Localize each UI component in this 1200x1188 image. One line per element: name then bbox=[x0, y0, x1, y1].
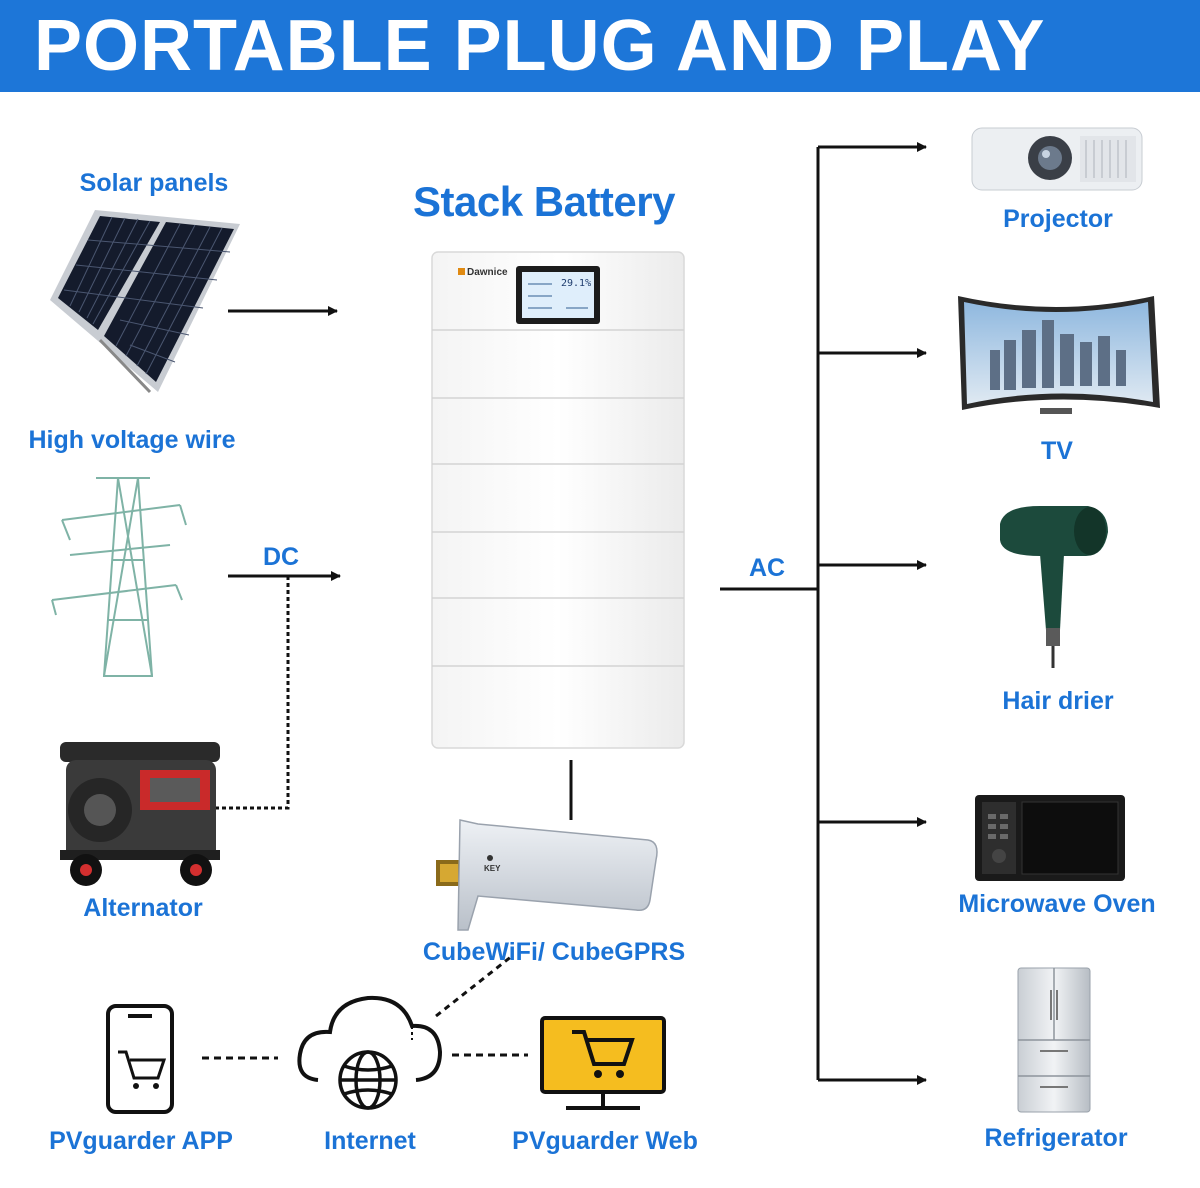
projector-label: Projector bbox=[1003, 205, 1113, 233]
header-banner: PORTABLE PLUG AND PLAY bbox=[0, 0, 1200, 92]
internet-label: Internet bbox=[324, 1127, 416, 1155]
hair-drier-image bbox=[1000, 506, 1108, 668]
hair-drier-label: Hair drier bbox=[1002, 687, 1114, 715]
dc-label: DC bbox=[262, 543, 300, 571]
battery-brand: Dawnice bbox=[467, 267, 508, 278]
dongle-image bbox=[436, 819, 658, 931]
stack-battery-image bbox=[431, 251, 685, 749]
ac-label: AC bbox=[748, 554, 786, 582]
microwave-label: Microwave Oven bbox=[958, 890, 1156, 918]
internet-cloud-icon bbox=[297, 995, 443, 1082]
dongle-key-label: KEY bbox=[484, 864, 501, 873]
banner-title: PORTABLE PLUG AND PLAY bbox=[34, 6, 1046, 86]
tv-image bbox=[958, 296, 1160, 414]
power-tower-image bbox=[51, 477, 187, 677]
phone-cart-icon bbox=[106, 1004, 174, 1114]
battery-title: Stack Battery bbox=[413, 178, 675, 225]
generator-image bbox=[60, 742, 220, 886]
solar-panel-image bbox=[50, 210, 240, 394]
ac-bus bbox=[720, 142, 927, 1085]
refrigerator-image bbox=[1017, 967, 1091, 1113]
projector-image bbox=[971, 127, 1143, 191]
monitor-cart-icon bbox=[540, 1016, 666, 1110]
app-label: PVguarder APP bbox=[49, 1127, 233, 1155]
tv-label: TV bbox=[1041, 437, 1073, 465]
dongle-internet-link bbox=[435, 954, 513, 1018]
web-label: PVguarder Web bbox=[512, 1127, 698, 1155]
refrigerator-label: Refrigerator bbox=[984, 1124, 1128, 1152]
generator-label: Alternator bbox=[83, 894, 203, 922]
grid-label: High voltage wire bbox=[28, 426, 236, 454]
battery-screen-value: 29.1% bbox=[561, 278, 592, 289]
generator-link bbox=[216, 576, 290, 810]
globe-icon bbox=[338, 1050, 398, 1110]
solar-label: Solar panels bbox=[79, 169, 229, 197]
dongle-label: CubeWiFi/ CubeGPRS bbox=[422, 938, 686, 966]
microwave-image bbox=[975, 795, 1125, 881]
